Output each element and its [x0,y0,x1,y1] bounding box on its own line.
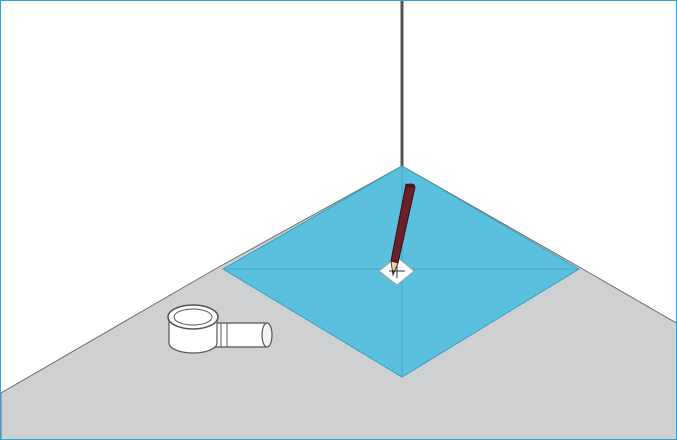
drain-outlet-icon [167,304,273,354]
pencil-icon [390,183,416,277]
